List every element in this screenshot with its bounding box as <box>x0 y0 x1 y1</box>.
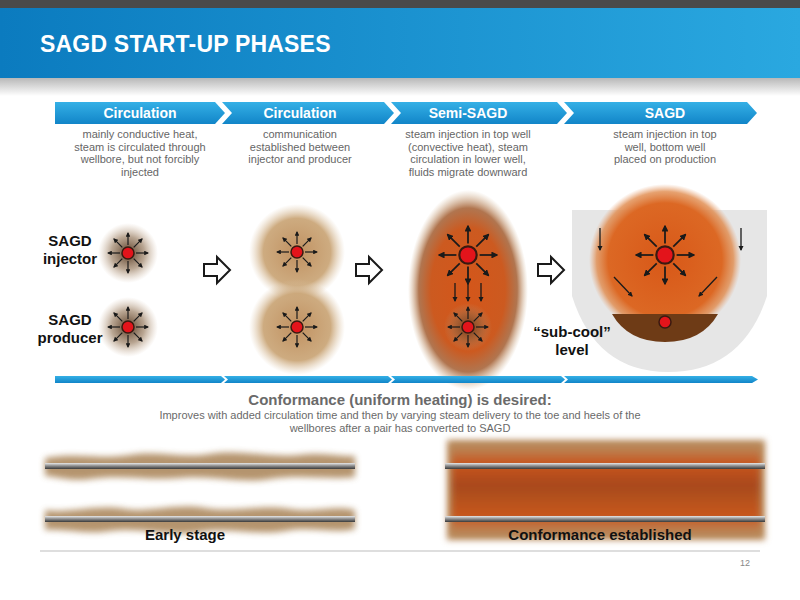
phase-description: steam injection in top well (convective … <box>402 128 534 178</box>
chevron-fill <box>222 102 394 124</box>
section-heading: Conformance (uniform heating) is desired… <box>100 391 700 409</box>
stage-caption: Conformance established <box>450 526 750 544</box>
page-number: 12 <box>725 558 765 569</box>
phase-heading: Circulation <box>70 102 210 124</box>
phase-description: steam injection in top well, bottom well… <box>609 128 721 166</box>
phase-heading: SAGD <box>609 102 721 124</box>
phase-chevron: Circulationcommunication established bet… <box>222 102 394 124</box>
phase-chevron: Semi-SAGDsteam injection in top well (co… <box>391 102 567 124</box>
phase-description: communication established between inject… <box>244 128 356 166</box>
well-label: SAGD injector <box>28 232 112 268</box>
chevron-fill <box>391 102 567 124</box>
phase-heading: Circulation <box>244 102 356 124</box>
chevron-fill <box>564 102 757 124</box>
section-note: Improves with added circulation time and… <box>152 409 648 434</box>
phase-chevron: SAGDsteam injection in top well, bottom … <box>564 102 757 124</box>
level-label: “sub-cool” level <box>517 323 627 359</box>
phase-chevron: Circulationmainly conductive heat, steam… <box>55 102 225 124</box>
well-label: SAGD producer <box>26 311 114 347</box>
chevron-fill <box>55 102 225 124</box>
stage-caption: Early stage <box>85 526 285 544</box>
slide-title: SAGD START-UP PHASES <box>40 31 331 58</box>
phase-heading: Semi-SAGD <box>402 102 534 124</box>
phase-description: mainly conductive heat, steam is circula… <box>70 128 210 178</box>
